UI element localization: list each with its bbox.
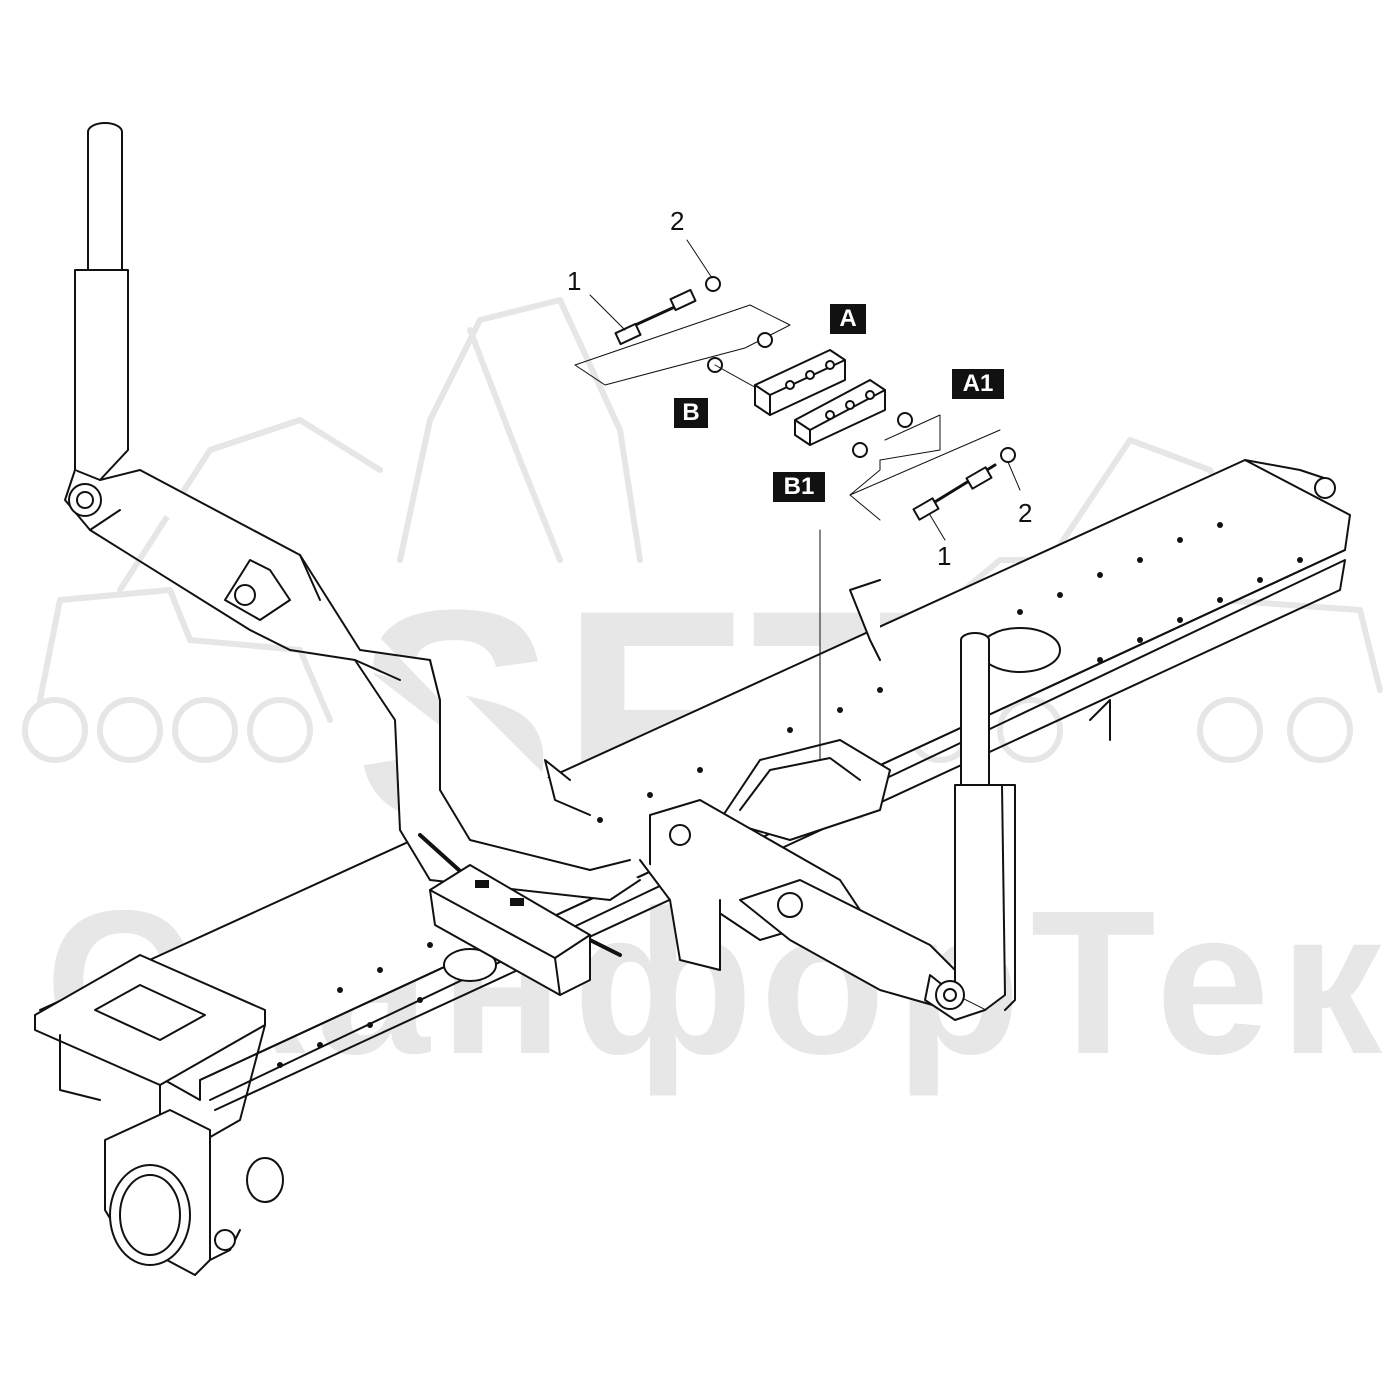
callout-left-fitting: 2 [670, 206, 685, 236]
callout-left-hose: 1 [567, 266, 582, 296]
frame-plate-holes [277, 522, 1303, 1068]
callout-right-hose: 1 [937, 541, 952, 571]
callout-right-fitting: 2 [1018, 498, 1033, 528]
frame-cutout [443, 627, 1061, 982]
center-pivot-block [429, 864, 591, 996]
left-hose-assembly [574, 239, 791, 391]
tag-a1: A1 [952, 369, 1004, 399]
tag-a: A [830, 304, 866, 334]
valve-block-a1 [794, 379, 886, 446]
right-vertical-post [924, 632, 1016, 1021]
axle-housing [104, 1109, 284, 1276]
right-hose-assembly [849, 412, 1021, 541]
upper-cross-arm [544, 579, 961, 1011]
valve-block-a [754, 349, 846, 416]
left-swing-arm [64, 122, 441, 701]
tag-b1: B1 [773, 472, 825, 502]
tag-b: B [674, 398, 708, 428]
